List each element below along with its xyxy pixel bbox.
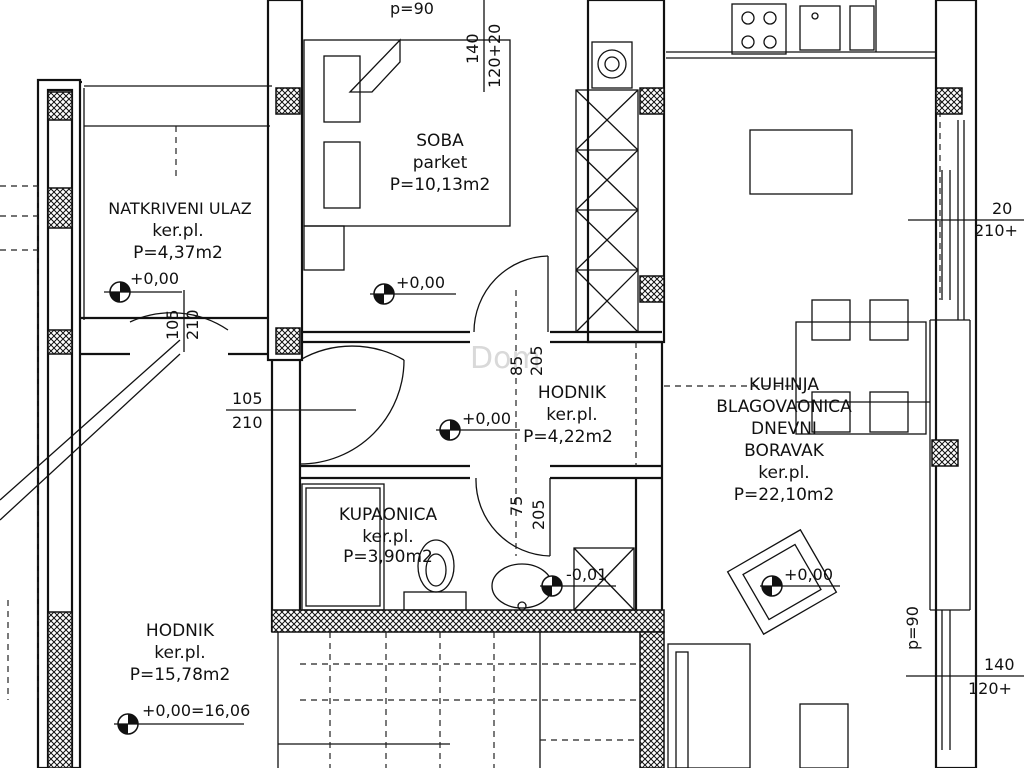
bed (303, 39, 511, 227)
dim-top-p: p=90 (390, 0, 434, 18)
dim-door-h: 210 (232, 413, 263, 432)
kitchen-island (749, 129, 853, 195)
level-label: +0,00=16,06 (142, 701, 250, 720)
room-hodnik: HODNIK ker.pl. P=4,22m2 +0,00 (462, 383, 613, 447)
armchair (726, 528, 838, 636)
room-name: HODNIK (146, 621, 215, 641)
boiler (591, 41, 633, 89)
dashed-lines (0, 100, 941, 700)
room-floor: ker.pl. (758, 463, 809, 483)
level-marker-icon (760, 575, 840, 597)
room-area: P=4,37m2 (133, 243, 223, 263)
room-floor: parket (413, 153, 468, 173)
shower (305, 487, 381, 607)
stove (731, 3, 787, 55)
room-name: HODNIK (538, 383, 607, 403)
level-label: +0,00 (396, 273, 445, 292)
room-name: SOBA (416, 131, 464, 151)
dim-top-h: 120+20 (485, 24, 504, 88)
dim-soba-door-w: 85 (507, 356, 526, 376)
dimensions: p=90 140 120+20 105 210 105 210 85 205 7… (163, 0, 1024, 698)
wardrobe (575, 89, 639, 333)
room-area: P=22,10m2 (734, 485, 835, 505)
walls (36, 0, 978, 768)
sofa (667, 643, 751, 768)
room-area: P=3,90m2 (343, 547, 433, 567)
kitchen-sink (799, 5, 875, 51)
level-label: +0,00 (784, 565, 833, 584)
room-hodnik-2: HODNIK ker.pl. P=15,78m2 +0,00=16,06 (130, 621, 251, 720)
dim-right-p: p=90 (903, 606, 922, 650)
room-name: DNEVNI (751, 419, 817, 439)
dim-entry-h: 210 (183, 309, 202, 340)
room-name: BORAVAK (744, 441, 825, 461)
dim-bath-door-h: 205 (529, 499, 548, 530)
room-name: KUPAONICA (339, 505, 438, 525)
watermark: Dom (470, 341, 541, 376)
room-floor: ker.pl. (362, 527, 413, 547)
dining-table (795, 299, 930, 435)
room-name: KUHINJA (749, 375, 819, 395)
room-soba: SOBA parket P=10,13m2 +0,00 (390, 131, 491, 292)
dim-top-w: 140 (463, 33, 482, 64)
doors (0, 255, 551, 557)
room-floor: ker.pl. (154, 643, 205, 663)
dim-right-bottom-w: 140 (984, 655, 1015, 674)
room-natkriveni-ulaz: NATKRIVENI ULAZ ker.pl. P=4,37m2 +0,00 (108, 199, 252, 288)
level-marker-icon (370, 283, 456, 305)
room-floor: ker.pl. (152, 221, 203, 241)
level-label: +0,00 (130, 269, 179, 288)
room-name: NATKRIVENI ULAZ (108, 199, 252, 218)
level-label: -0,01 (566, 565, 607, 584)
toilet (403, 539, 467, 611)
room-kuhinja: KUHINJA BLAGOVAONICA DNEVNI BORAVAK ker.… (716, 375, 852, 584)
room-area: P=4,22m2 (523, 427, 613, 447)
stairs (277, 632, 636, 768)
level-marker-icon (436, 419, 520, 441)
dim-soba-door-h: 205 (527, 345, 546, 376)
dim-right-top-w: 20 (992, 199, 1012, 218)
dim-right-top-h: 210+ (974, 221, 1018, 240)
room-name: BLAGOVAONICA (716, 397, 852, 417)
room-area: P=15,78m2 (130, 665, 231, 685)
dim-entry-w: 105 (163, 309, 182, 340)
level-markers (104, 281, 840, 735)
room-area: P=10,13m2 (390, 175, 491, 195)
dim-door-w: 105 (232, 389, 263, 408)
room-kupaonica: KUPAONICA ker.pl. P=3,90m2 -0,01 (339, 505, 608, 584)
level-label: +0,00 (462, 409, 511, 428)
dim-right-bottom-h: 120+ (968, 679, 1012, 698)
level-marker-icon (114, 713, 244, 735)
room-floor: ker.pl. (546, 405, 597, 425)
level-marker-icon (540, 575, 616, 597)
dim-bath-door-w: 75 (507, 496, 526, 516)
level-marker-icon (104, 281, 182, 303)
furniture (277, 3, 930, 768)
